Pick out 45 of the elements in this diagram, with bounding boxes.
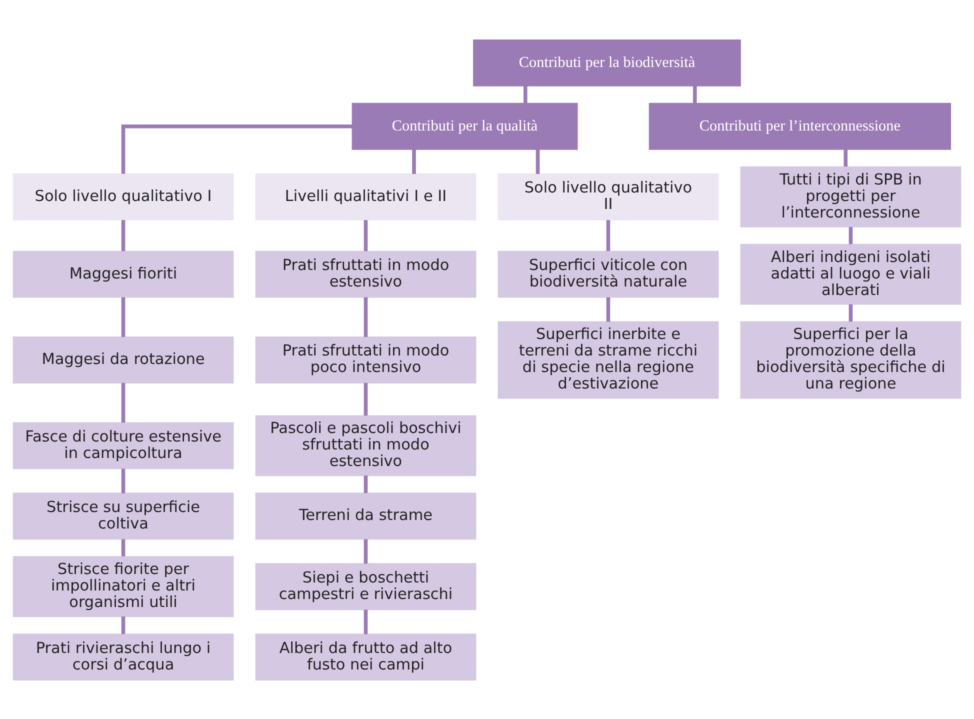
node-box: Superfici viticole con biodiversità naturale — [498, 250, 719, 298]
connector — [121, 124, 352, 174]
node-box: Terreni da strame — [255, 492, 476, 540]
node-box: Prati sfruttati in modo estensivo — [255, 250, 476, 298]
connector — [606, 296, 610, 322]
connector — [848, 304, 853, 322]
connector — [364, 382, 368, 416]
connector — [121, 296, 126, 336]
node-box: Tutti i tipi di SPB in progetti per l’interconnessione — [740, 166, 962, 227]
connector — [121, 616, 126, 634]
node-box: Pascoli e pascoli boschivi sfruttati in modo estensivo — [255, 414, 476, 476]
connector — [536, 148, 540, 174]
connector — [848, 226, 853, 244]
connector — [121, 382, 126, 422]
node-box: Superfici inerbite e terreni da strame ricchi di specie nella regione d’estivazione — [498, 320, 719, 398]
connector — [364, 538, 368, 564]
node-box: Contributi per la biodiversità — [473, 38, 741, 86]
node-box: Solo livello qualitativo I — [12, 172, 234, 220]
connector — [364, 609, 368, 634]
connector — [364, 220, 368, 251]
node-box: Siepi e boschetti campestri e rivieraschi — [255, 562, 476, 610]
node-box: Solo livello qualitativo II — [498, 172, 719, 220]
node-box: Maggesi da rotazione — [12, 336, 234, 383]
node-box: Contributi per la qualità — [352, 102, 578, 150]
node-box: Strisce su superficie coltiva — [12, 492, 234, 540]
connector — [524, 85, 528, 103]
connector — [844, 148, 848, 166]
node-box: Fasce di colture estensive in campicoltura — [12, 422, 234, 469]
node-box: Prati sfruttati in modo poco intensivo — [255, 336, 476, 383]
connector — [364, 475, 368, 493]
node-box: Alberi indigeni isolati adatti al luogo e viali alberati — [740, 243, 962, 304]
connector — [606, 220, 610, 251]
connector — [692, 85, 697, 103]
node-box: Strisce fiorite per impollinatori e altri organismi utili — [12, 556, 234, 617]
node-box: Livelli qualitativi I e II — [255, 172, 476, 220]
node-box: Prati rivieraschi lungo i corsi d’acqua — [12, 633, 234, 680]
node-box: Maggesi fioriti — [12, 250, 234, 298]
connector — [121, 468, 126, 493]
node-box: Alberi da frutto ad alto fusto nei campi — [255, 633, 476, 680]
node-box: Contributi per l’interconnessione — [648, 102, 952, 150]
connector — [121, 220, 126, 251]
node-box: Superfici per la promozione della biodiversità specifiche di una regione — [740, 320, 962, 398]
connector — [121, 538, 126, 556]
connector — [412, 148, 416, 174]
connector — [364, 296, 368, 336]
